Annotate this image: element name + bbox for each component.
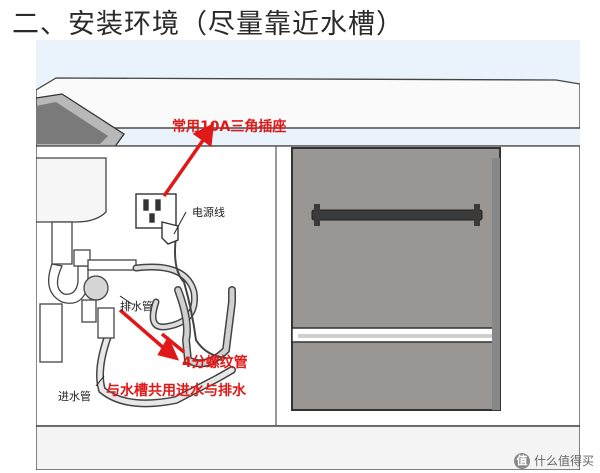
watermark-text: 什么值得买 [533,454,594,468]
sink-bowl [36,157,107,223]
callout-arrows [118,122,215,361]
inlet-pipe-label: 进水管 [58,390,91,403]
wall-socket [135,193,179,245]
drain-pipe-label: 排水管 [120,300,153,313]
watermark: 值 什么值得买 [513,452,594,469]
hoses [96,235,236,408]
dishwasher [291,147,501,411]
shared-plumbing-callout: 与水槽共用进水与排水 [106,383,246,399]
thread-pipe-callout: 4分螺纹管 [182,355,248,371]
illustration-panel: 常用10A三角插座 电源线 排水管 4分螺纹管 进水管 与水槽共用进水与排水 [36,40,580,470]
watermark-logo-icon: 值 [513,452,530,469]
countertop [36,77,580,129]
thread-fitting [97,307,115,339]
power-cord-label: 电源线 [192,206,225,219]
cabinet-kick [36,425,580,470]
page-title: 二、安装环境（尽量靠近水槽） [12,9,404,40]
drain-trap [39,221,91,363]
supply-valve [81,259,137,323]
leader-lines [95,211,187,387]
socket-callout: 常用10A三角插座 [172,119,287,135]
installation-diagram [36,77,580,470]
sink-basin [36,93,125,149]
